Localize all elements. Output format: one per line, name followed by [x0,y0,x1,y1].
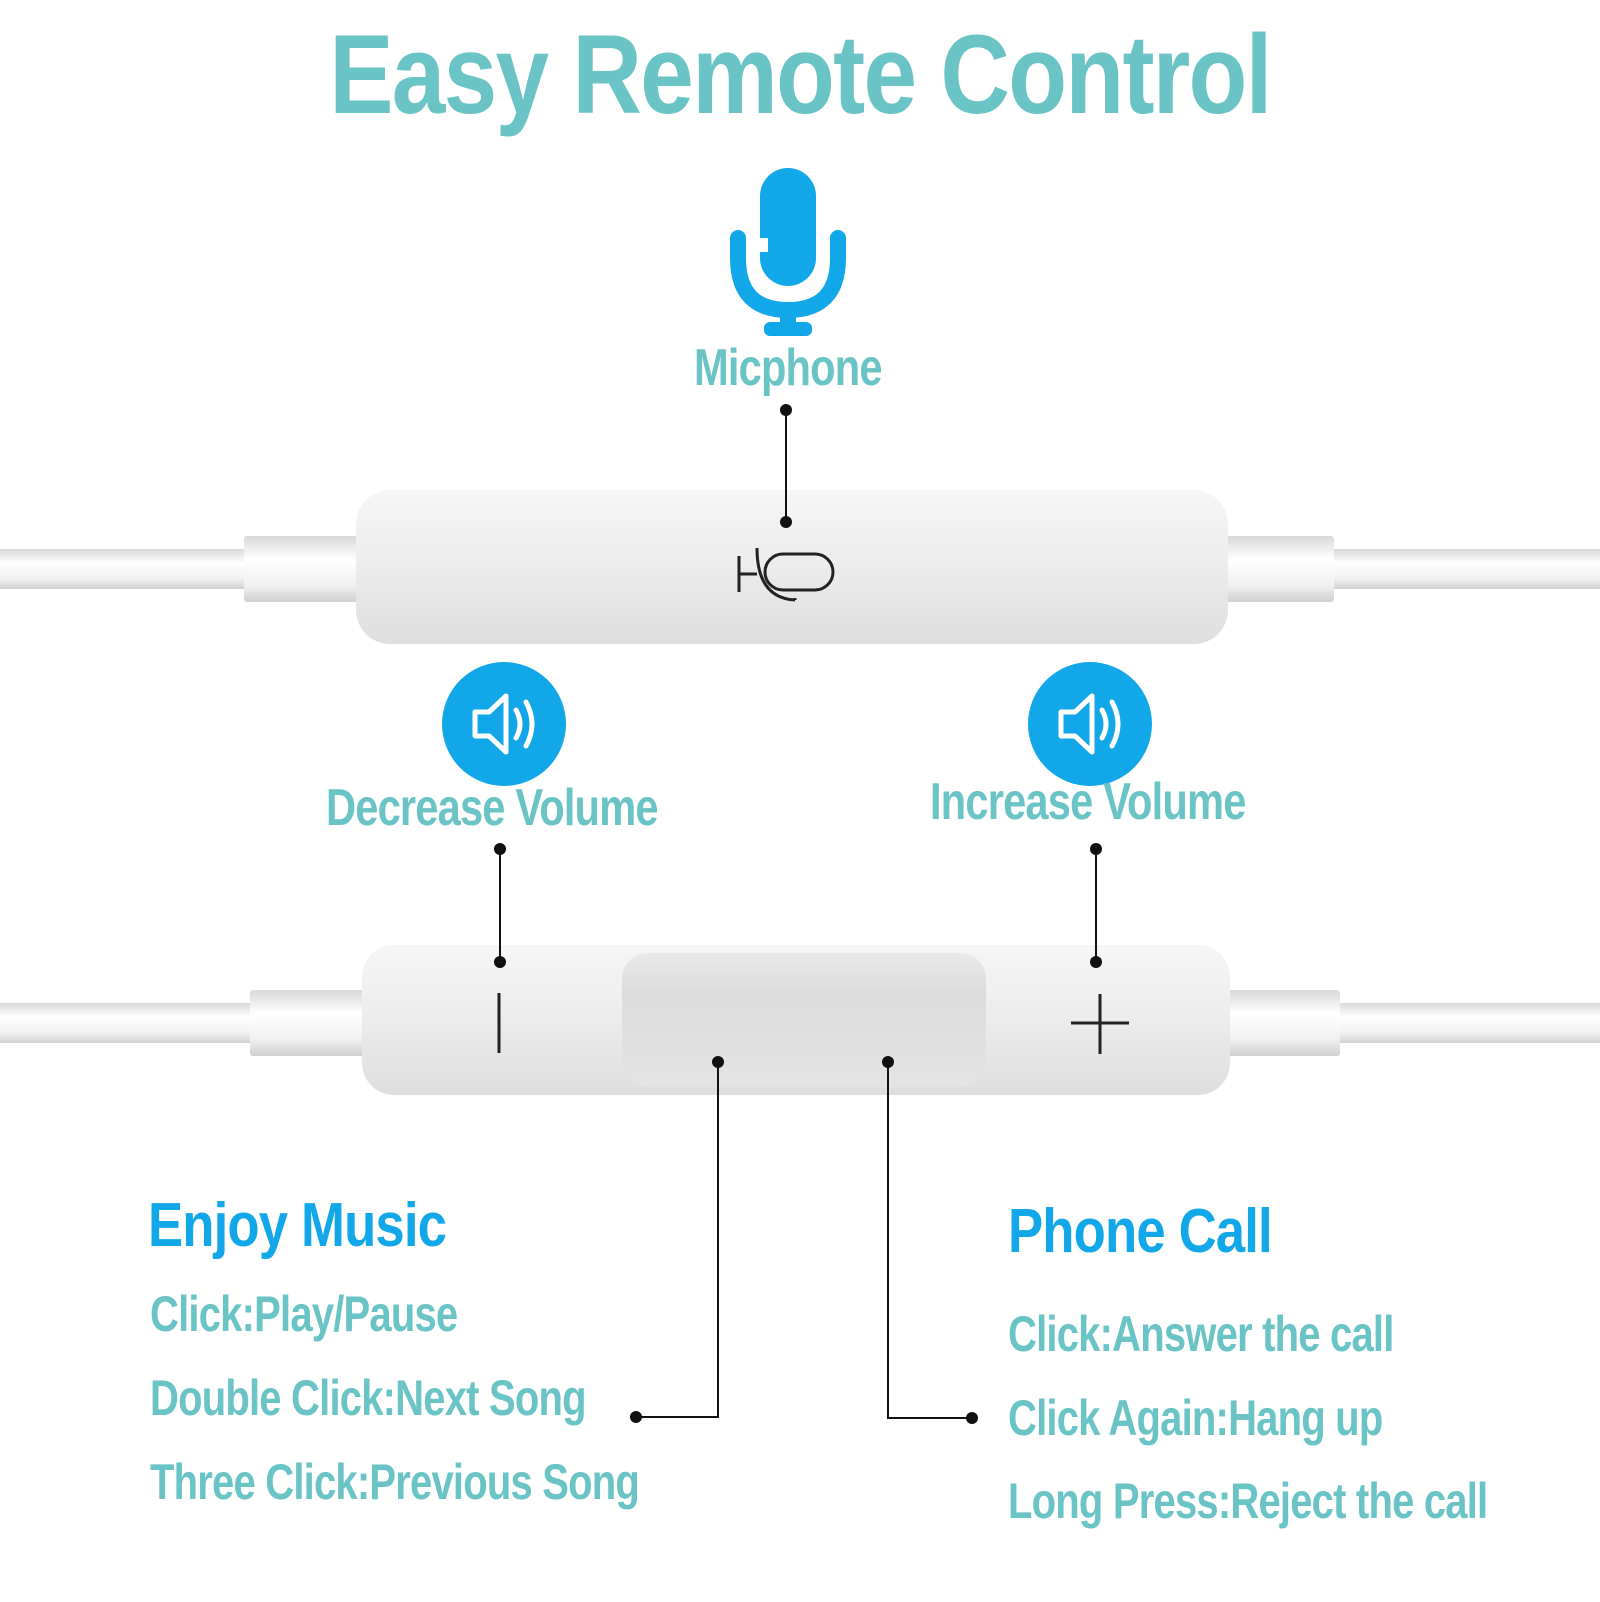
microphone-icon [730,168,846,343]
call-action: Click Again:Hang up [1008,1390,1383,1446]
mic-remote-body [356,490,1228,644]
music-heading: Enjoy Music [148,1191,447,1260]
cable-right-bottom [1336,1003,1600,1043]
call-action: Long Press:Reject the call [1008,1473,1488,1529]
increase-volume-label: Increase Volume [930,773,1246,831]
mic-glyph-icon [737,547,835,602]
call-leader [887,1060,972,1419]
plus-symbol [1071,994,1129,1054]
call-action: Click:Answer the call [1008,1306,1394,1362]
call-heading: Phone Call [1008,1197,1273,1266]
cable-collar-left-top [244,536,362,602]
microphone-label: Micphone [694,339,883,397]
cable-collar-left-bottom [250,990,368,1056]
music-action: Three Click:Previous Song [150,1454,640,1510]
music-action: Double Click:Next Song [150,1370,587,1426]
mic-remote [0,490,1600,644]
decrease-volume-label: Decrease Volume [326,779,659,837]
leader-dots [494,404,1102,1424]
cable-left-top [0,549,250,589]
page-title: Easy Remote Control [329,12,1272,137]
speaker-icon [442,662,566,791]
cable-collar-right-top [1222,536,1334,602]
cable-left-bottom [0,1003,256,1043]
volume-remote [0,945,1600,1095]
center-button-pad[interactable] [622,953,986,1087]
cable-collar-right-bottom [1228,990,1340,1056]
music-leader [636,1060,719,1418]
cable-right-top [1330,549,1600,589]
speaker-icon [1028,662,1152,791]
leader-lines [499,410,1097,1419]
music-action: Click:Play/Pause [150,1286,458,1342]
